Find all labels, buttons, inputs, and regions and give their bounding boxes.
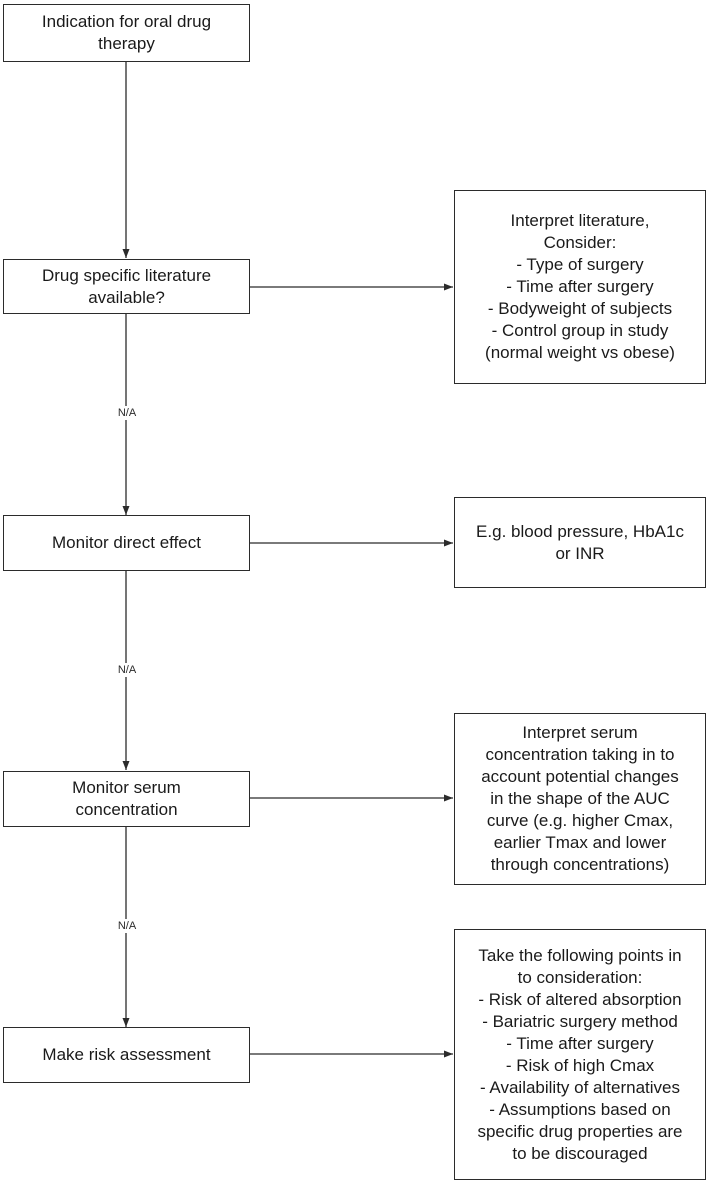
edge-label-na-3: N/A xyxy=(115,919,139,933)
note-risk: Take the following points in to consider… xyxy=(454,929,706,1180)
note-literature-text: Interpret literature, Consider: - Type o… xyxy=(485,211,675,362)
step-literature-label: Drug specific literature available? xyxy=(41,265,212,307)
step-risk-label: Make risk assessment xyxy=(42,1045,211,1064)
step-monitor-direct-effect: Monitor direct effect xyxy=(3,515,250,571)
note-literature: Interpret literature, Consider: - Type o… xyxy=(454,190,706,384)
edge-label-na-2: N/A xyxy=(115,663,139,677)
note-direct-effect-text: E.g. blood pressure, HbA1c or INR xyxy=(476,521,684,563)
note-direct-effect: E.g. blood pressure, HbA1c or INR xyxy=(454,497,706,588)
step-literature-available: Drug specific literature available? xyxy=(3,259,250,314)
note-serum-text: Interpret serum concentration taking in … xyxy=(481,723,679,874)
step-direct-effect-label: Monitor direct effect xyxy=(52,533,201,552)
step-indication-label: Indication for oral drug therapy xyxy=(41,12,212,53)
step-indication: Indication for oral drug therapy xyxy=(3,4,250,62)
note-serum: Interpret serum concentration taking in … xyxy=(454,713,706,885)
step-monitor-serum: Monitor serum concentration xyxy=(3,771,250,827)
step-serum-label: Monitor serum concentration xyxy=(72,778,181,819)
step-risk-assessment: Make risk assessment xyxy=(3,1027,250,1083)
edge-label-na-1: N/A xyxy=(115,406,139,420)
note-risk-text: Take the following points in to consider… xyxy=(477,945,683,1163)
